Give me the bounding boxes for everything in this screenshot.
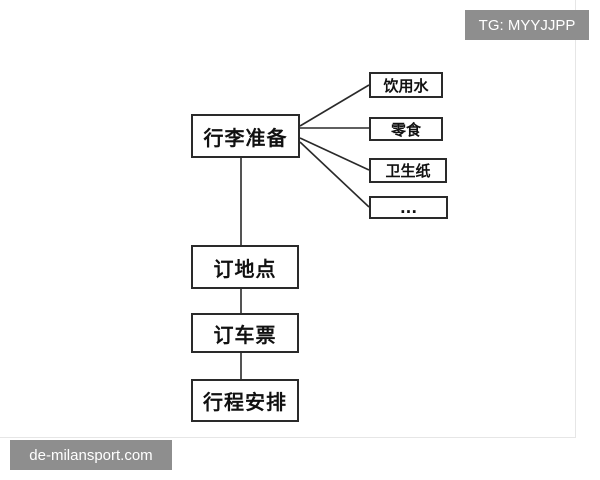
node-luggage-prep: 行李准备	[191, 114, 300, 158]
connector-root-to-water	[299, 84, 370, 127]
node-book-ticket: 订车票	[191, 313, 299, 353]
connector-root-to-tissue	[299, 137, 370, 171]
node-snacks: 零食	[369, 117, 443, 141]
watermark-site: de-milansport.com	[10, 440, 172, 470]
node-drinking-water: 饮用水	[369, 72, 443, 98]
node-book-location: 订地点	[191, 245, 299, 289]
node-toilet-paper: 卫生纸	[369, 158, 447, 183]
watermark-tg: TG: MYYJJPP	[465, 10, 589, 40]
node-itinerary: 行程安排	[191, 379, 299, 422]
connector-root-to-more	[299, 141, 370, 208]
image-frame	[0, 0, 576, 438]
node-more-items: ...	[369, 196, 448, 219]
